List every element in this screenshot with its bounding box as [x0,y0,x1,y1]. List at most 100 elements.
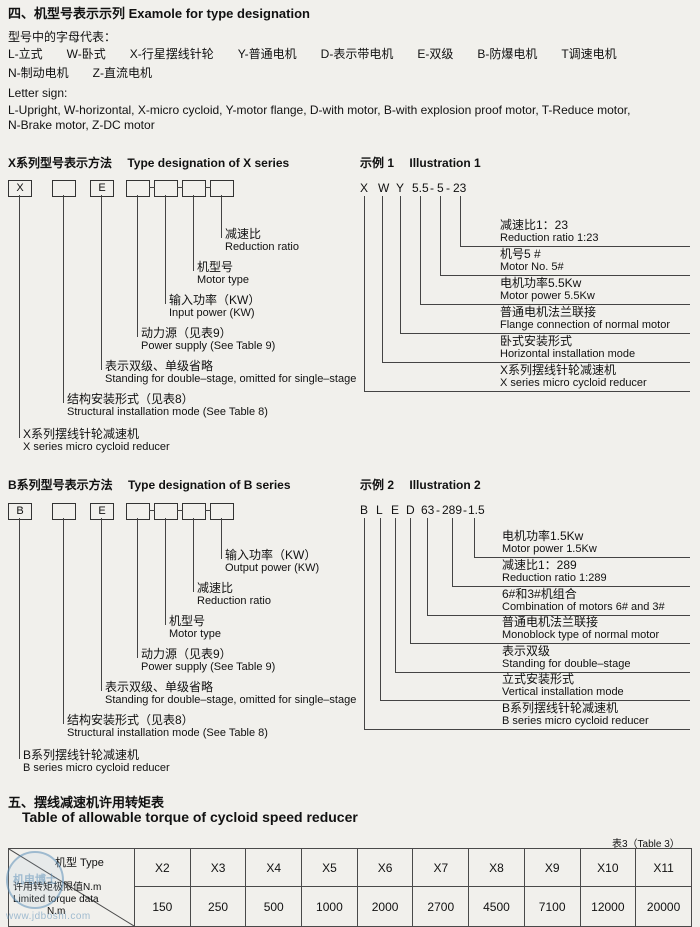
illus2-token: L [376,503,383,517]
connector-line-vertical [427,518,428,615]
connector-line-vertical [137,518,138,658]
section4-title: 四、机型号表示示列 Examole for type designation [8,3,310,22]
label-zh: 减速比1：289 [502,558,577,572]
table-col-header: X8 [468,847,525,888]
label-en: Standing for double–stage, omitted for s… [105,373,357,385]
illus2-token: E [391,503,400,517]
label-zh: 普通电机法兰联接 [502,615,599,629]
illus2-token: - [463,503,467,517]
b-code-box: E [90,503,114,520]
connector-line-horizontal [452,586,690,587]
connector-line-vertical [19,518,20,759]
label-en: Output power (KW) [225,562,320,574]
illus1-token: 5.5 [412,181,429,195]
label-en: Combination of motors 6# and 3# [502,601,665,613]
label-zh: 机型号 [169,614,206,628]
label-en: Input power (KW) [169,307,255,319]
illustration1-heading-zh: 示例 1 [360,156,395,170]
label-zh: 减速比 [225,227,262,241]
connector-line-vertical [460,196,461,246]
illus2-token: D [406,503,415,517]
connector-line-horizontal [400,333,690,334]
illus1-label: 机号5 # Motor No. 5# [500,248,564,274]
illus2-token: - [436,503,440,517]
table-value-cell: 1000 [301,886,358,927]
box-connector-dash [205,187,211,188]
label-en: Standing for double–stage, omitted for s… [105,694,357,706]
b-diagram-label: B系列摆线针轮减速机 B series micro cycloid reduce… [23,749,170,775]
section5-title-en: Table of allowable torque of cycloid spe… [22,809,358,825]
x-code-box [210,180,234,197]
corner-torque-zh: 许用转矩极限值N.m [13,882,102,893]
label-zh: 减速比1：23 [500,218,569,232]
label-en: B series micro cycloid reducer [502,715,649,727]
label-en: Motor No. 5# [500,261,564,273]
label-en: X series micro cycloid reducer [500,377,647,389]
illus1-label: X系列摆线针轮减速机 X series micro cycloid reduce… [500,364,647,390]
label-zh: B系列摆线针轮减速机 [502,701,619,715]
label-en: Motor type [169,628,221,640]
illus2-label: 电机功率1.5Kw Motor power 1.5Kw [502,530,597,556]
label-en: Horizontal installation mode [500,348,636,360]
label-en: Motor power 5.5Kw [500,290,595,302]
illus1-label: 电机功率5.5Kw Motor power 5.5Kw [500,277,595,303]
x-code-box [126,180,150,197]
connector-line-vertical [410,518,411,643]
illustration1-heading: 示例 1 Illustration 1 [360,154,481,171]
table-col-header: X5 [301,847,358,888]
label-en: Motor power 1.5Kw [502,543,597,555]
table-col-header: X3 [189,847,247,888]
illus2-label: 表示双级 Standing for double–stage [502,645,630,671]
x-diagram-label: 动力源（见表9） Power supply (See Table 9) [141,327,275,353]
box-connector-dash [149,510,155,511]
label-zh: 立式安装形式 [502,672,575,686]
connector-line-vertical [63,195,64,403]
illus2-label: 普通电机法兰联接 Monoblock type of normal motor [502,616,659,642]
connector-line-vertical [193,195,194,271]
table-value-cell: 150 [134,886,191,927]
connector-line-vertical [400,196,401,333]
illustration2-heading: 示例 2 Illustration 2 [360,476,481,493]
connector-line-horizontal [460,246,690,247]
connector-line-horizontal [382,362,690,363]
label-en: Reduction ratio 1:289 [502,572,607,584]
b-diagram-label: 减速比 Reduction ratio [197,582,271,608]
label-en: X series micro cycloid reducer [23,441,170,453]
label-zh: 电机功率5.5Kw [500,276,582,290]
table-corner-cell: 机型 Type 许用转矩极限值N.m Limited torque data N… [8,848,135,927]
label-zh: 结构安装形式（见表8） [67,392,194,406]
connector-line-vertical [382,196,383,362]
label-zh: X系列摆线针轮减速机 [500,363,617,377]
illus1-label: 普通电机法兰联接 Flange connection of normal mot… [500,306,670,332]
table-col-header: X6 [356,847,414,888]
letters-intro: 型号中的字母代表： [8,30,117,44]
connector-line-vertical [221,518,222,559]
illustration2-heading-en: Illustration 2 [409,478,481,492]
label-zh: 电机功率1.5Kw [502,529,584,543]
connector-line-vertical [101,195,102,370]
label-zh: 机号5 # [500,247,541,261]
connector-line-horizontal [427,615,690,616]
connector-line-horizontal [380,700,690,701]
x-diagram-label: 结构安装形式（见表8） Structural installation mode… [67,393,268,419]
connector-line-vertical [420,196,421,304]
illus2-label: 立式安装形式 Vertical installation mode [502,673,624,699]
table-value-cell: 7100 [523,886,581,927]
label-zh: 输入功率（KW） [225,548,317,562]
label-en: Structural installation mode (See Table … [67,727,268,739]
illus1-token: Y [396,181,405,195]
illus2-token: 1.5 [468,503,485,517]
b-diagram-label: 结构安装形式（见表8） Structural installation mode… [67,714,268,740]
label-zh: 6#和3#机组合 [502,587,577,601]
label-en: Power supply (See Table 9) [141,340,276,352]
box-connector-dash [177,510,183,511]
section4-title-zh: 四、机型号表示示列 [8,6,126,21]
connector-line-vertical [165,195,166,304]
label-zh: 动力源（见表9） [141,647,232,661]
letter-sign-label: Letter sign: [8,86,68,100]
label-en: Power supply (See Table 9) [141,661,276,673]
torque-table: 机型 Type 许用转矩极限值N.m Limited torque data N… [8,847,692,927]
x-series-heading-zh: X系列型号表示方法 [8,156,113,170]
letters-line2: N-制动电机 Z-直流电机 [8,66,152,80]
